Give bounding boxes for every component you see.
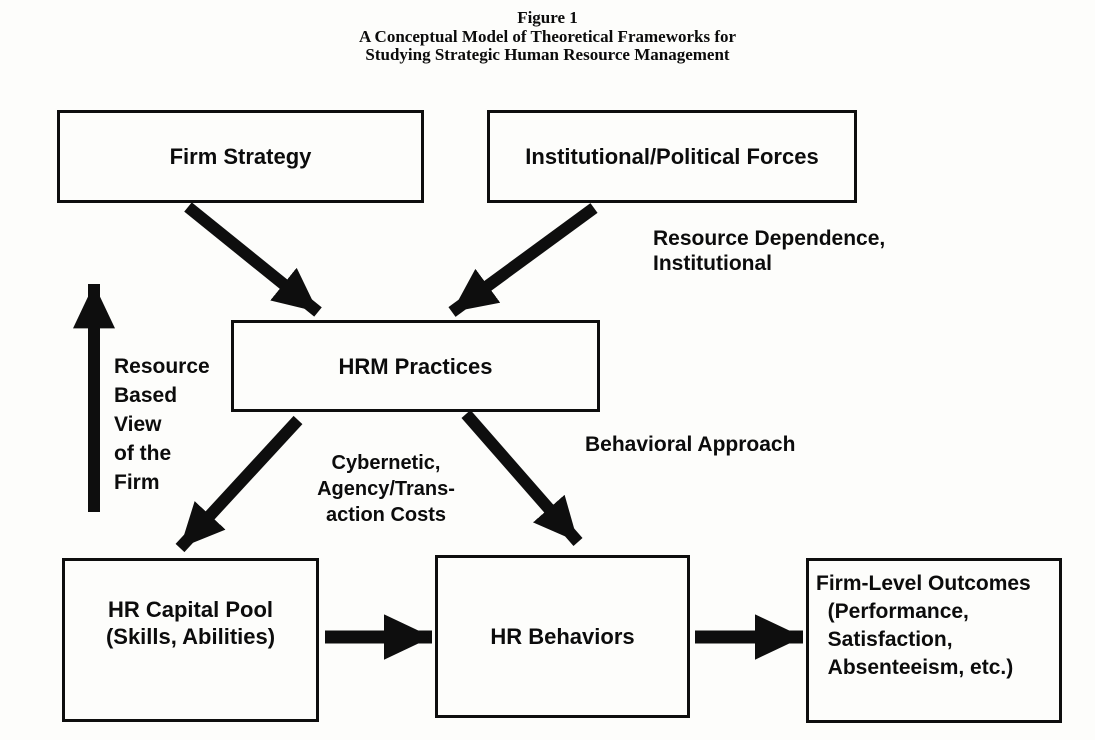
box-hr-behaviors: HR Behaviors xyxy=(435,555,690,718)
edge-label-resource-based-view-of-the-firm: Resource Based View of the Firm xyxy=(114,355,210,494)
box-institutional-political-forces-label: Institutional/Political Forces xyxy=(525,144,819,169)
arrow-hrm-practices-to-hr-behaviors xyxy=(461,410,583,546)
box-firm-strategy: Firm Strategy xyxy=(57,110,424,203)
box-hr-behaviors-label: HR Behaviors xyxy=(490,624,635,649)
box-hrm-practices: HRM Practices xyxy=(231,320,600,412)
edge-label-behavioral-approach: Behavioral Approach xyxy=(585,433,796,456)
edge-label-cybernetic-agency-transaction-costs: Cybernetic, Agency/Trans- action Costs xyxy=(317,452,455,526)
box-hr-capital-pool: HR Capital Pool (Skills, Abilities) xyxy=(62,558,319,722)
box-firm-level-outcomes: Firm-Level Outcomes (Performance, Satisf… xyxy=(806,558,1062,723)
box-firm-level-outcomes-label: Firm-Level Outcomes (Performance, Satisf… xyxy=(816,572,1031,679)
box-institutional-political-forces: Institutional/Political Forces xyxy=(487,110,857,203)
arrow-firm-strategy-to-hrm-practices xyxy=(184,202,322,317)
figure-title-line1: A Conceptual Model of Theoretical Framew… xyxy=(358,26,737,46)
arrow-hrm-practices-to-hr-capital-pool xyxy=(175,415,303,553)
arrow-institutional-forces-to-hrm-practices xyxy=(448,203,598,317)
figure-number: Figure 1 xyxy=(517,8,578,27)
box-hr-capital-pool-label: HR Capital Pool (Skills, Abilities) xyxy=(105,597,276,649)
edge-label-resource-dependence-institutional: Resource Dependence, Institutional xyxy=(653,227,886,275)
box-firm-strategy-label: Firm Strategy xyxy=(169,144,312,169)
figure-title-line2: Studying Strategic Human Resource Manage… xyxy=(365,45,730,64)
figure-title-block: Figure 1 A Conceptual Model of Theoretic… xyxy=(0,8,1095,65)
box-hrm-practices-label: HRM Practices xyxy=(338,353,493,379)
